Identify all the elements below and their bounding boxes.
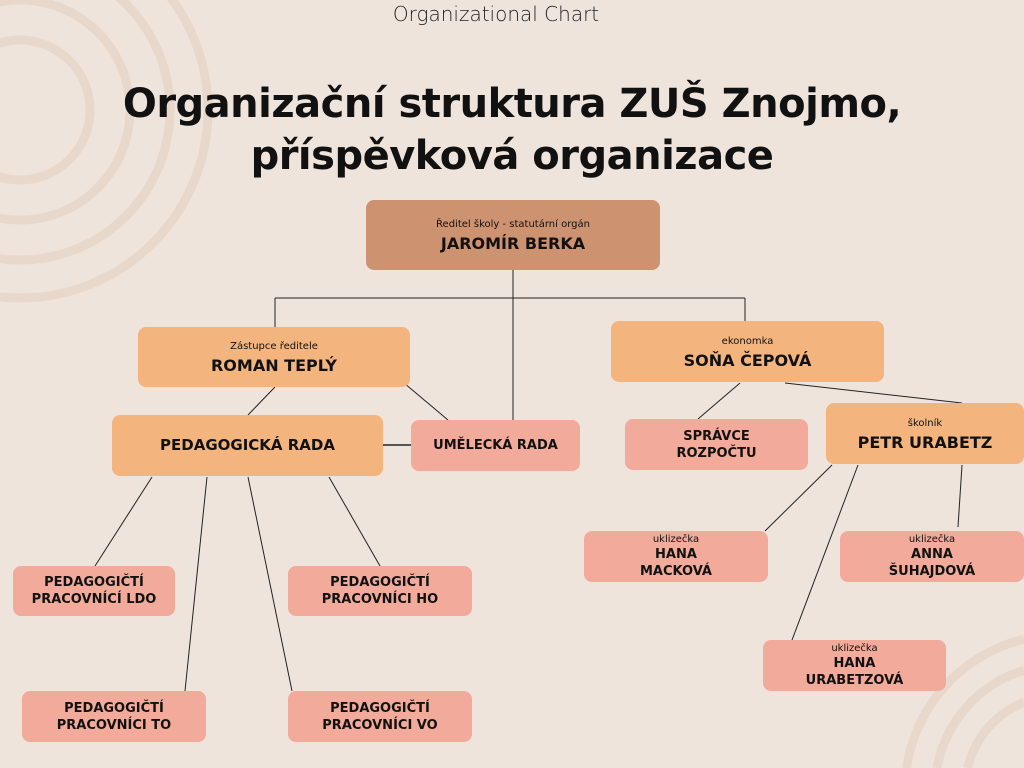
node-line: PRACOVNÍCI TO: [56, 717, 172, 733]
node-role: školník: [907, 417, 943, 429]
node-line: PEDAGOGIČTÍ: [330, 575, 430, 590]
connector-lines: [94, 270, 963, 692]
node-role: uklizečka: [908, 534, 956, 545]
node-name: PETR URABETZ: [857, 432, 993, 452]
node-ldo[interactable]: PEDAGOGIČTÍ PRACOVNÍCÍ LDO: [13, 566, 175, 616]
node-line: ANNA: [911, 547, 953, 562]
node-ped-council[interactable]: PEDAGOGICKÁ RADA: [112, 415, 383, 476]
node-line: HANA: [833, 656, 876, 671]
node-line: PEDAGOGIČTÍ: [64, 700, 164, 716]
node-line: PRACOVNÍCÍ LDO: [31, 592, 157, 607]
node-line: PRACOVNÍCI VO: [322, 717, 438, 733]
node-role: uklizečka: [831, 643, 878, 654]
title-line-1: Organizační struktura ZUŠ Znojmo,: [122, 81, 902, 127]
node-name: SOŇA ČEPOVÁ: [683, 350, 812, 370]
header-label: Organizational Chart: [392, 2, 600, 26]
node-role: Zástupce ředitele: [230, 341, 318, 352]
node-line: ŠUHAJDOVÁ: [888, 564, 976, 579]
node-name: JAROMÍR BERKA: [440, 234, 586, 253]
node-line: PEDAGOGIČTÍ: [44, 575, 144, 590]
node-role: uklizečka: [652, 534, 700, 545]
node-line: MACKOVÁ: [640, 564, 712, 579]
node-name: PEDAGOGICKÁ RADA: [160, 436, 335, 454]
node-line: SPRÁVCE: [683, 428, 750, 444]
node-line: PEDAGOGIČTÍ: [330, 700, 430, 716]
title-line-2: příspěvková organizace: [250, 133, 774, 179]
page-title: Organizační struktura ZUŠ Znojmo, příspěv…: [0, 78, 1024, 182]
node-name: ROMAN TEPLÝ: [210, 356, 338, 375]
node-role: Ředitel školy - statutární orgán: [436, 219, 590, 230]
node-name: UMĚLECKÁ RADA: [433, 438, 558, 453]
node-role: ekonomka: [721, 335, 774, 347]
node-line: URABETZOVÁ: [805, 673, 904, 688]
node-line: HANA: [655, 547, 697, 562]
node-line: PRACOVNÍCI HO: [321, 592, 439, 607]
node-art-council[interactable]: UMĚLECKÁ RADA: [411, 420, 580, 471]
node-line: ROZPOČTU: [676, 445, 757, 461]
node-ho[interactable]: PEDAGOGIČTÍ PRACOVNÍCI HO: [288, 566, 472, 616]
